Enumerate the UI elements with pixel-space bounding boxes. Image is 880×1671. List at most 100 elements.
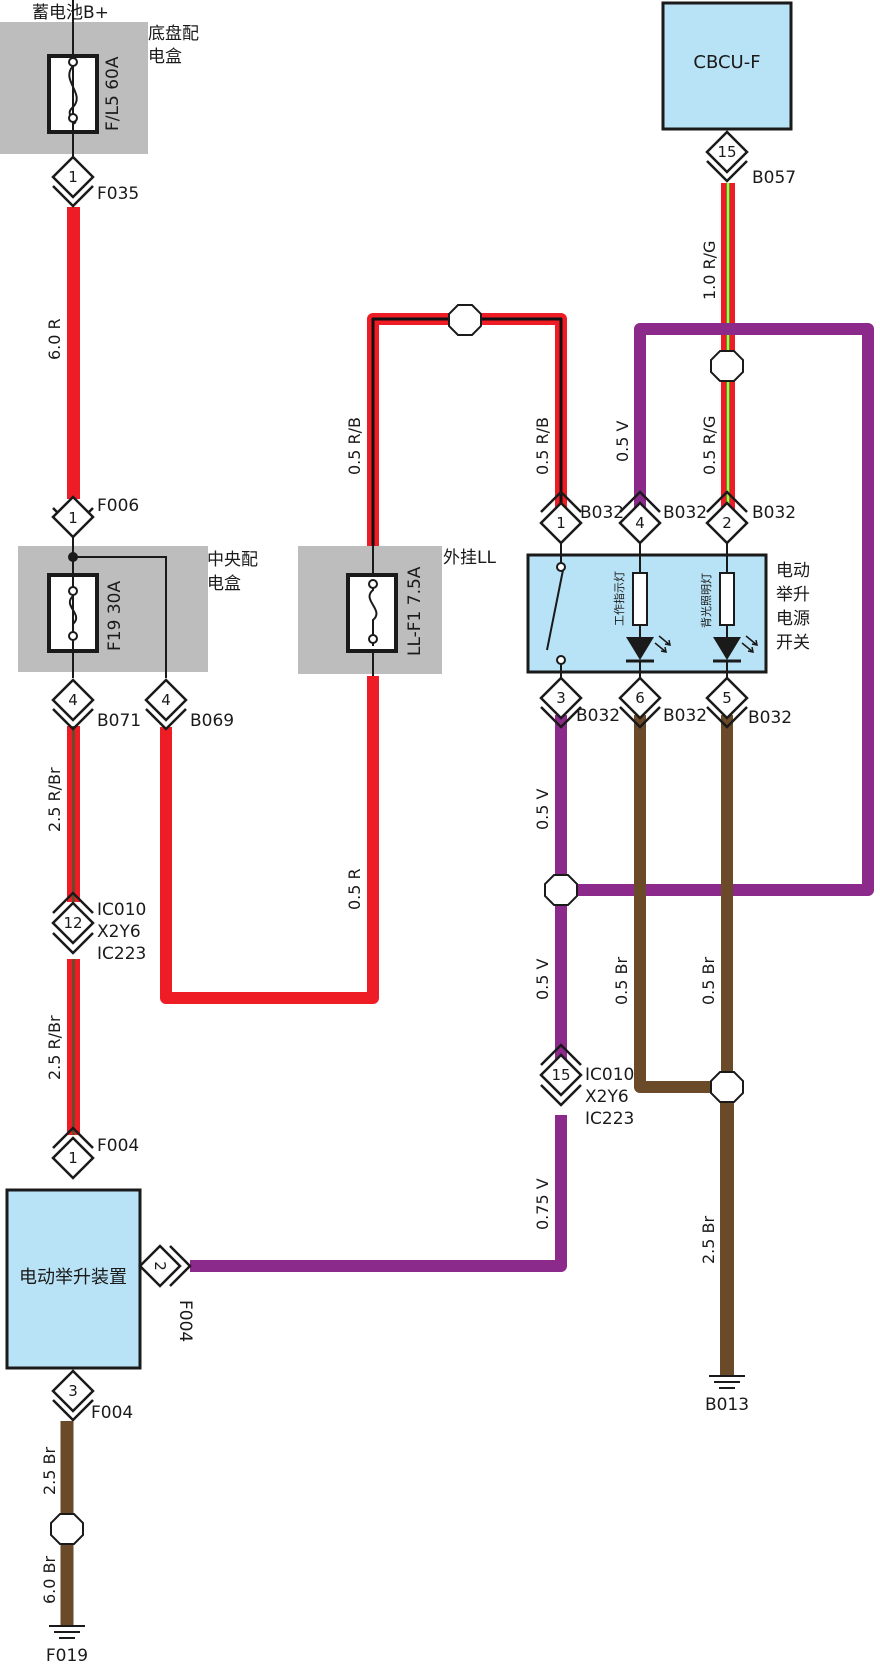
switch-label-1: 电动 (776, 561, 810, 581)
pin-f006[interactable]: 1 (51, 495, 95, 539)
switch-label-3: 电源 (776, 609, 810, 629)
wire-6r[interactable] (67, 207, 80, 499)
wire-label-05r: 0.5 R (345, 868, 364, 910)
pin-f004-bottom[interactable]: 3 (51, 1369, 95, 1422)
label-b032-1: B032 (580, 503, 624, 523)
cbcu-box[interactable]: CBCU-F (661, 1, 793, 131)
ground-b013-label: B013 (705, 1395, 749, 1415)
pin-f004-side-number: 2 (151, 1261, 169, 1271)
label-ic-right-1: IC010 (585, 1065, 634, 1085)
ground-f019-label: F019 (46, 1646, 88, 1666)
wire-05r[interactable] (160, 676, 379, 1004)
pin-f035[interactable]: 1 (51, 155, 95, 208)
pin-b071[interactable]: 4 (51, 678, 95, 731)
pin-ic-left-number: 12 (63, 914, 82, 932)
connector-pins: 1 1 4 4 12 1 (51, 130, 749, 1422)
wire-label-05rb-a: 0.5 R/B (345, 417, 364, 475)
pin-f035-number: 1 (68, 168, 78, 186)
pin-b032-6-number: 6 (635, 689, 645, 707)
label-b057: B057 (752, 168, 796, 188)
label-f004-top: F004 (97, 1136, 139, 1156)
fuse-llf1-label: LL-F1 7.5A (405, 566, 425, 656)
wire-label-25rbr-b: 2.5 R/Br (45, 1015, 64, 1080)
splice-purple[interactable] (544, 874, 578, 906)
label-ic-right-3: IC223 (585, 1109, 634, 1129)
pin-b057-number: 15 (717, 143, 736, 161)
label-b032-2: B032 (752, 503, 796, 523)
splice-brown[interactable] (710, 1071, 744, 1103)
pin-b032-3-number: 3 (556, 689, 566, 707)
pin-b032-3[interactable]: 3 (539, 676, 583, 729)
battery-label: 蓄电池B+ (32, 3, 109, 23)
fuse-fl5-label: F/L5 60A (103, 56, 123, 131)
label-ic-left-3: IC223 (97, 944, 146, 964)
label-b069: B069 (190, 711, 234, 731)
pin-b032-4[interactable]: 4 (618, 490, 662, 545)
label-ic-right-2: X2Y6 (585, 1087, 629, 1107)
wire-label-05rb-b: 0.5 R/B (533, 417, 552, 475)
pin-f004-bottom-number: 3 (68, 1382, 78, 1400)
label-b032-3: B032 (576, 706, 620, 726)
wire-075v[interactable] (190, 1115, 567, 1272)
wire-05br-6[interactable] (634, 715, 726, 1093)
pin-b032-2[interactable]: 2 (705, 490, 749, 545)
electric-lift-device[interactable]: 电动举升装置 (5, 1188, 142, 1370)
label-f006: F006 (97, 496, 139, 516)
ground-b013 (709, 1375, 745, 1389)
pin-f004-top[interactable]: 1 (51, 1126, 95, 1180)
splice-rg[interactable] (710, 350, 744, 382)
wire-label-25rbr-a: 2.5 R/Br (45, 767, 64, 832)
pin-b032-1-number: 1 (556, 514, 566, 532)
splice-brown-left[interactable] (50, 1513, 84, 1545)
ground-f019 (49, 1625, 85, 1639)
wire-label-6r: 6.0 R (45, 318, 64, 360)
pin-f004-side[interactable]: 2 (138, 1244, 192, 1288)
lift-power-switch[interactable]: 工作指示灯 背光照明灯 (526, 540, 768, 688)
backlight-lamp-label: 背光照明灯 (699, 573, 713, 628)
cbcu-label: CBCU-F (693, 52, 760, 73)
lift-device-label: 电动举升装置 (19, 1267, 127, 1288)
wire-label-075v: 0.75 V (533, 1178, 552, 1230)
central-box-label-1: 中央配 (207, 550, 258, 570)
external-box-label: 外挂LL (443, 548, 496, 568)
pin-b057[interactable]: 15 (705, 130, 749, 183)
pin-b032-2-number: 2 (722, 514, 732, 532)
wire-labels: 6.0 R 2.5 R/Br 2.5 R/Br 0.5 R 0.5 R/B 0.… (40, 241, 719, 1604)
pin-b032-4-number: 4 (635, 514, 645, 532)
wire-25rbr-upper-stripe (72, 726, 75, 902)
wire-25rbr-lower-stripe (72, 959, 75, 1135)
wire-label-05v-a: 0.5 V (533, 788, 552, 830)
pin-ic-right[interactable]: 15 (539, 1043, 583, 1107)
label-f035: F035 (97, 184, 139, 204)
wire-label-25br-left: 2.5 Br (40, 1446, 59, 1495)
pin-b032-6[interactable]: 6 (618, 676, 662, 729)
chassis-box-label-2: 电盒 (148, 47, 182, 67)
wire-05v-loop[interactable] (561, 323, 874, 896)
chassis-fuse-box: F/L5 60A (0, 0, 148, 170)
wire-label-05v-top: 0.5 V (613, 420, 632, 462)
chassis-box-label-1: 底盘配 (148, 24, 199, 44)
work-lamp-label: 工作指示灯 (612, 571, 626, 626)
wire-label-05br-a: 0.5 Br (612, 956, 631, 1005)
pin-ic-left[interactable]: 12 (51, 891, 95, 955)
wire-label-60br: 6.0 Br (40, 1555, 59, 1604)
label-f004-side: F004 (175, 1300, 195, 1342)
fuse-f19-label: F19 30A (105, 581, 125, 651)
label-b032-4: B032 (663, 503, 707, 523)
central-fuse-box: F19 30A (18, 530, 208, 678)
pin-b069-number: 4 (161, 691, 171, 709)
pin-b032-5-number: 5 (722, 689, 732, 707)
label-ic-left-1: IC010 (97, 900, 146, 920)
wire-label-05v-b: 0.5 V (533, 958, 552, 1000)
pin-b032-5[interactable]: 5 (705, 676, 749, 729)
wire-label-10rg: 1.0 R/G (700, 241, 719, 300)
switch-label-4: 开关 (776, 633, 810, 653)
label-b071: B071 (97, 711, 141, 731)
pin-b032-1[interactable]: 1 (539, 490, 583, 545)
wire-label-05rg: 0.5 R/G (700, 416, 719, 475)
label-ic-left-2: X2Y6 (97, 922, 141, 942)
label-f004-bottom: F004 (91, 1403, 133, 1423)
splice-top-red[interactable] (448, 304, 482, 336)
pin-b069[interactable]: 4 (144, 678, 188, 731)
